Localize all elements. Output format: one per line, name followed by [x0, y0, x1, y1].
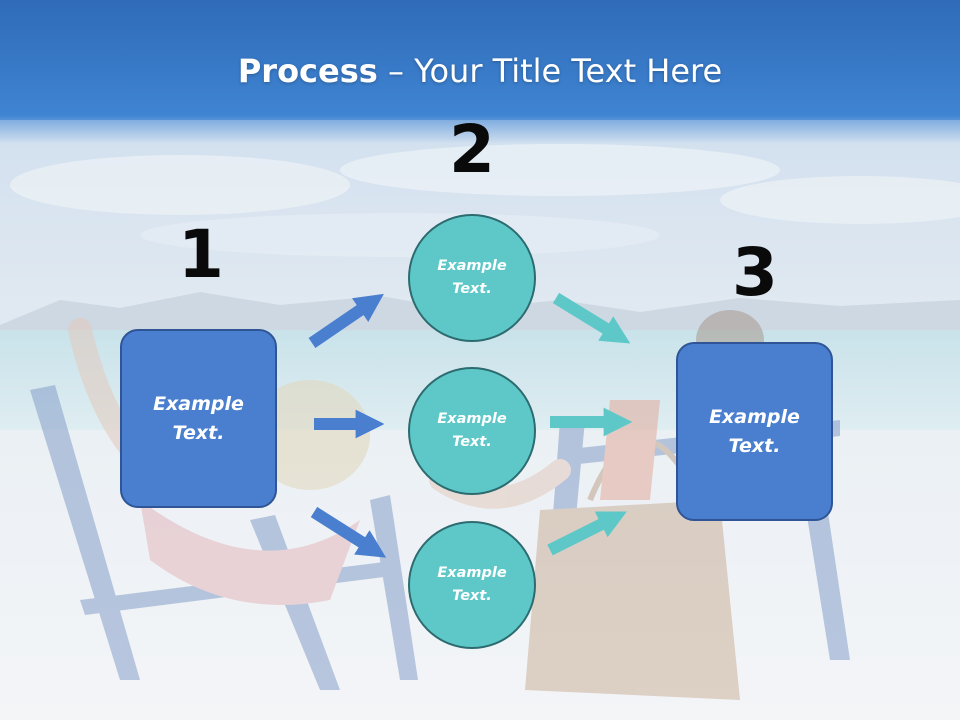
step1-box: Example Text. [120, 329, 277, 508]
step2-circle-bottom-text: Example Text. [437, 564, 507, 604]
step-number-2: 2 [449, 111, 495, 188]
step3-box: Example Text. [676, 342, 833, 521]
step1-text: Example Text. [153, 393, 244, 444]
step-number-3: 3 [732, 234, 778, 311]
arrow-step1-to-bottom [310, 506, 387, 558]
title-rest: – Your Title Text Here [377, 52, 723, 90]
step-number-1: 1 [178, 216, 224, 293]
step2-circle-top-text: Example Text. [437, 257, 507, 297]
arrow-top-to-step3 [552, 292, 631, 344]
step2-circle-bottom: Example Text. [408, 521, 536, 649]
step2-circle-middle-text: Example Text. [437, 410, 507, 450]
step3-text: Example Text. [709, 406, 800, 457]
step2-circle-middle: Example Text. [408, 367, 536, 495]
slide-title: Process – Your Title Text Here [0, 52, 960, 90]
arrow-bottom-to-step3 [547, 511, 627, 556]
title-bold: Process [237, 52, 378, 90]
step2-circle-top: Example Text. [408, 214, 536, 342]
arrow-step1-to-top [308, 293, 384, 348]
